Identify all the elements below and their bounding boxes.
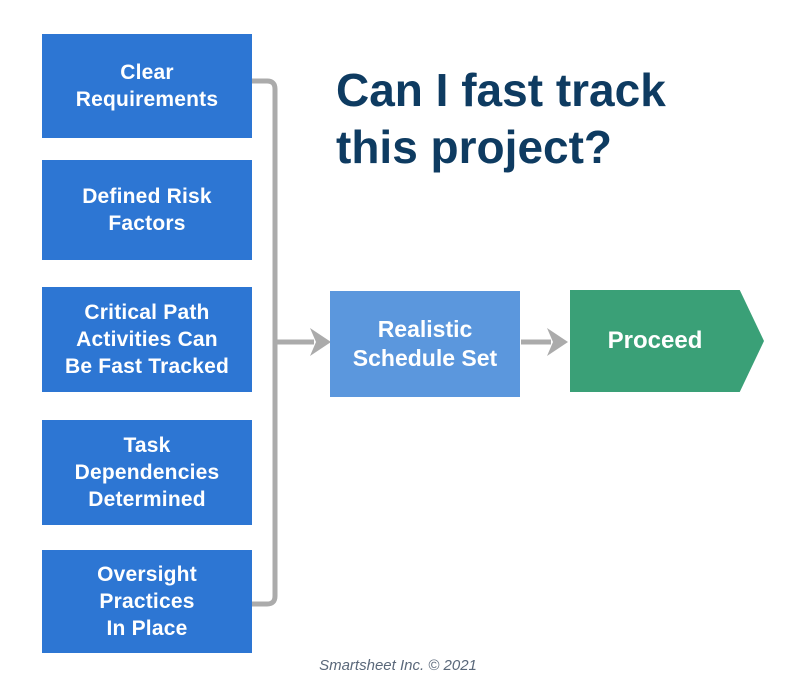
- factor-box-defined-risk-factors: Defined Risk Factors: [42, 160, 252, 260]
- arrow-right-head-icon: [547, 328, 568, 356]
- factor-label: Oversight Practices In Place: [97, 562, 197, 641]
- factor-label: Clear Requirements: [75, 60, 219, 111]
- proceed-arrow-shape: Proceed: [570, 290, 764, 392]
- decision-box-realistic-schedule: Realistic Schedule Set: [330, 291, 520, 397]
- page-title: Can I fast track this project?: [336, 64, 666, 173]
- factor-box-oversight-practices: Oversight Practices In Place: [42, 550, 252, 653]
- arrow-right-head-icon: [310, 328, 331, 356]
- factor-label: Task Dependencies Determined: [74, 433, 220, 512]
- factor-label: Defined Risk Factors: [82, 184, 212, 235]
- factor-box-critical-path: Critical Path Activities Can Be Fast Tra…: [42, 287, 252, 392]
- connector-bracket: [252, 78, 278, 607]
- proceed-label: Proceed: [607, 327, 703, 354]
- copyright-text: Smartsheet Inc. © 2021: [319, 657, 477, 674]
- factor-box-task-dependencies: Task Dependencies Determined: [42, 420, 252, 525]
- factor-label: Critical Path Activities Can Be Fast Tra…: [64, 300, 230, 379]
- decision-label: Realistic Schedule Set: [352, 315, 498, 371]
- factor-box-clear-requirements: Clear Requirements: [42, 34, 252, 138]
